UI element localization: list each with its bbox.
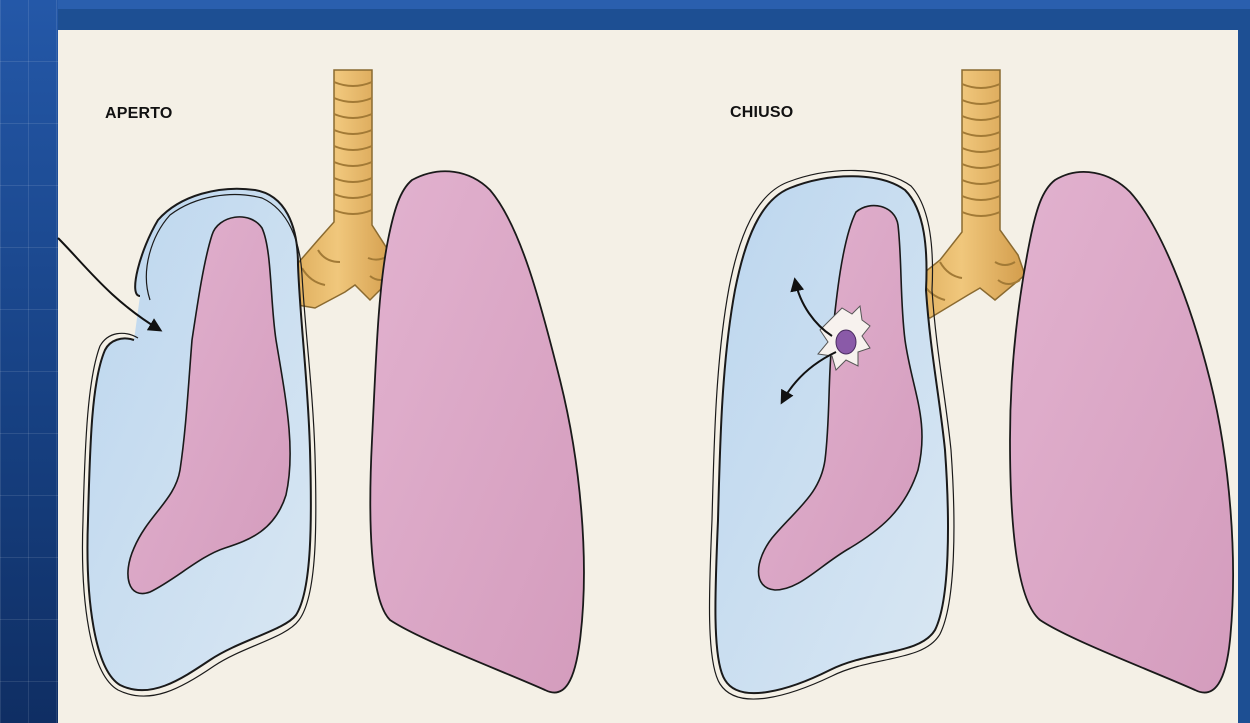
open-panel-label: APERTO (105, 105, 173, 123)
closed-panel-label: CHIUSO (730, 104, 793, 122)
healthy-lung-right-panel (1010, 172, 1233, 693)
closed-pneumothorax-panel (709, 70, 1233, 699)
healthy-lung-left-panel (370, 171, 584, 692)
open-pneumothorax-panel (58, 70, 584, 696)
